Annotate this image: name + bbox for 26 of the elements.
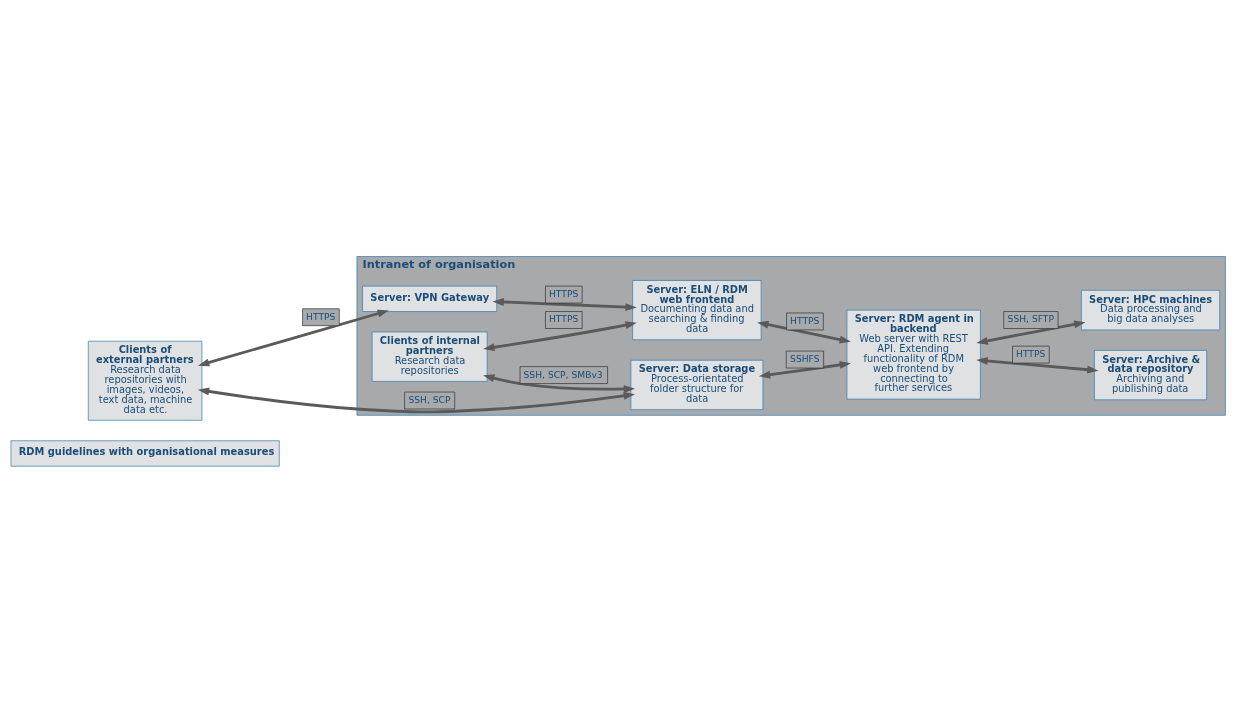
node-box: Server: RDM agent in backend Web server with REST API. Extending functionality of RDM web frontend by connecting to further services: [846, 309, 981, 400]
edge-label: HTTPS: [790, 314, 820, 326]
arrow: [757, 320, 851, 344]
node-box: RDM guidelines with organisational measures: [10, 440, 280, 467]
node-box: Server: Archive & data repository Archiving and publishing data: [1094, 350, 1208, 401]
arrow: [483, 321, 637, 352]
edge-label: SSH, SFTP: [1007, 313, 1054, 325]
edge-label: HTTPS: [306, 310, 336, 322]
edge-label: SSH, SCP, SMBv3: [523, 368, 603, 380]
node-box: Clients of external partners Research data repositories with images, videos, text data, machine data etc.: [87, 340, 203, 421]
arrow: [483, 374, 636, 393]
node-box: Clients of internal partners Research data repositories: [371, 331, 488, 382]
edge-label: HTTPS: [548, 313, 579, 325]
node-box: Server: HPC machines Data processing and big data analyses: [1081, 290, 1221, 331]
arrow: [976, 357, 1099, 374]
arrow: [976, 320, 1086, 345]
arrow: [758, 361, 852, 379]
edge-label: SSH, SCP: [408, 393, 451, 405]
edge-label: SSHFS: [790, 352, 820, 364]
arrow: [492, 298, 637, 312]
node-box: Server: ELN / RDM web frontend Documenting data and searching & finding data: [632, 280, 762, 341]
edge-label: HTTPS: [548, 288, 579, 299]
edge-label: HTTPS: [1016, 348, 1046, 360]
node-box: Server: Data storage Process-orientated folder structure for data: [630, 359, 764, 411]
arrow: [197, 387, 636, 414]
node-box: Server: VPN Gateway: [362, 285, 498, 312]
